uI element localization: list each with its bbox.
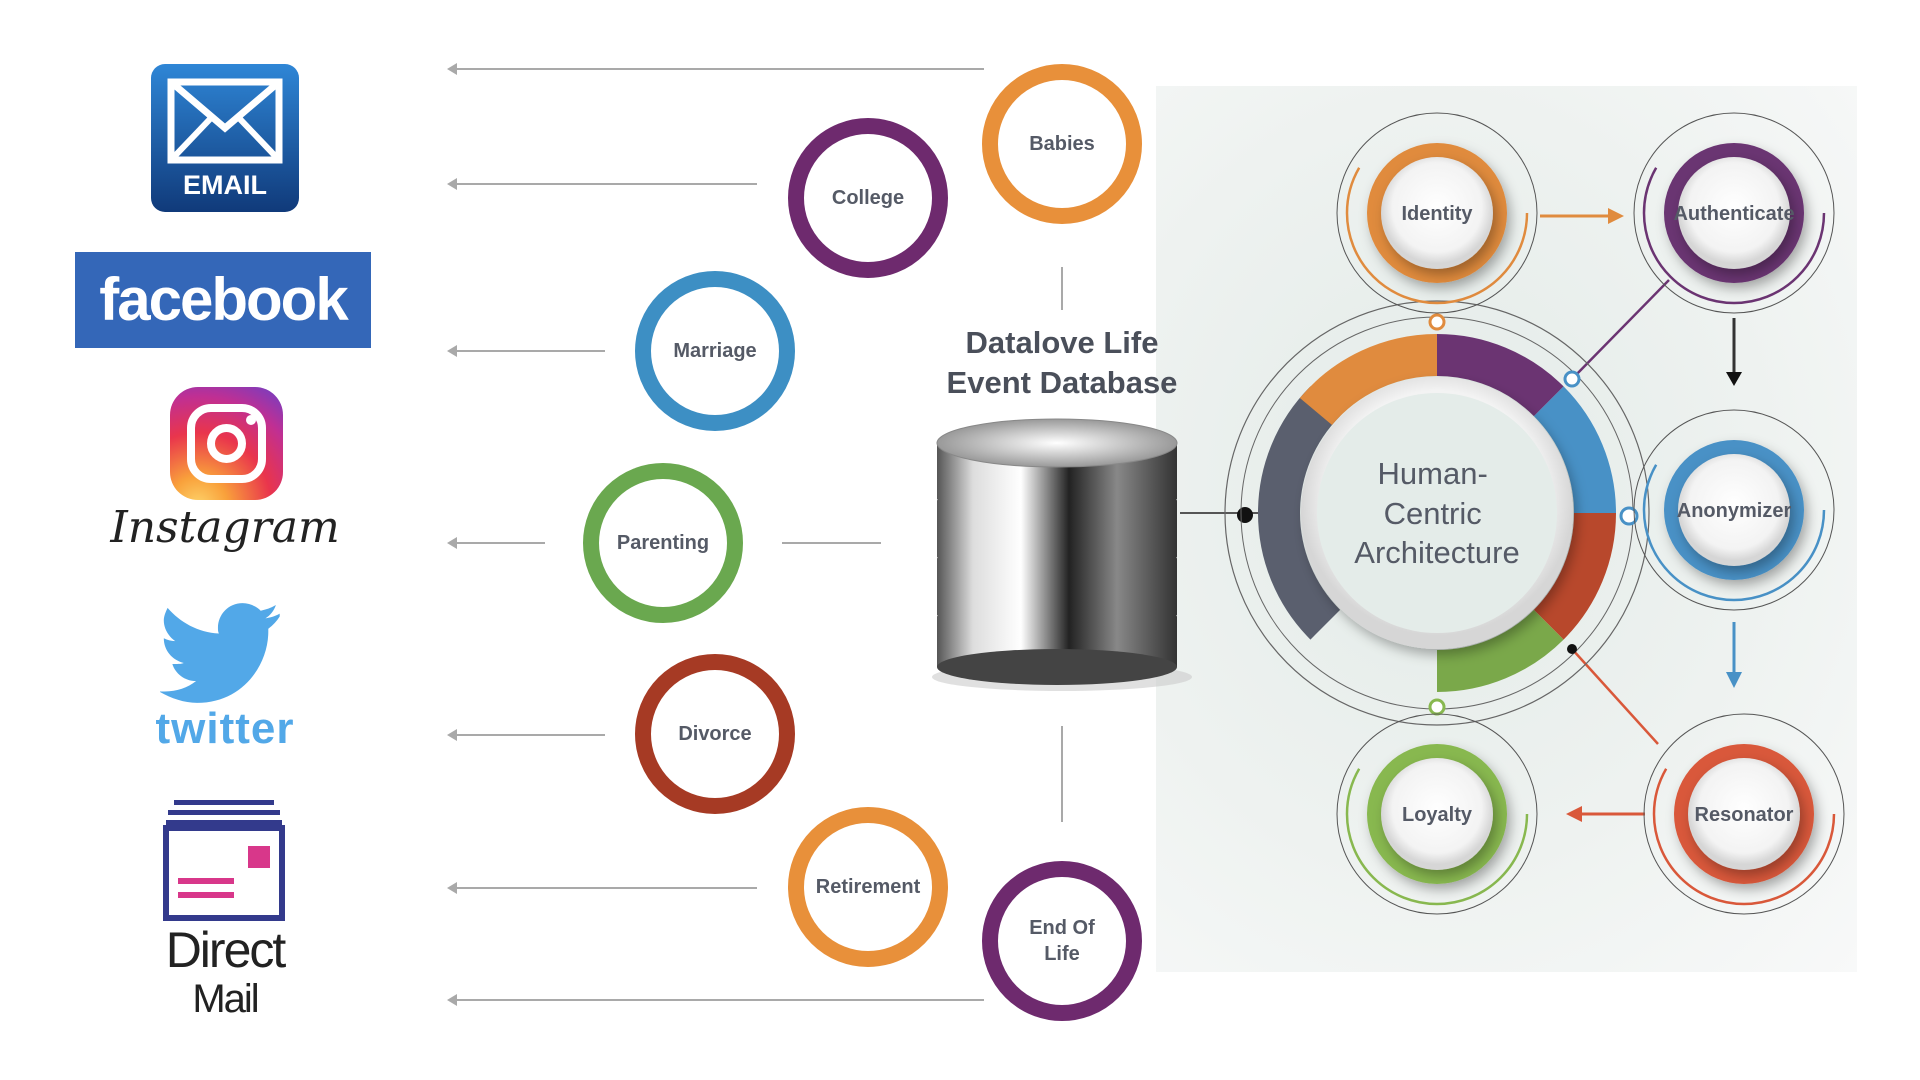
twitter-label: twitter xyxy=(155,704,295,753)
arrow-marriage xyxy=(447,345,605,357)
direct-mail-label-line1: Direct xyxy=(165,922,287,978)
svg-text:Human- Centric Archite: Human- Centric Architecture xyxy=(1354,456,1519,570)
ring-node-dot xyxy=(1563,370,1581,388)
center-label-line1: Human- xyxy=(1378,456,1488,491)
life-event-babies[interactable]: Babies xyxy=(982,64,1142,224)
center-ring-segment xyxy=(1258,334,1616,692)
arrow-anonymizer-resonator xyxy=(1726,622,1742,688)
arrow-college xyxy=(447,178,757,190)
life-event-marriage[interactable]: Marriage xyxy=(635,271,795,431)
node-resonator[interactable]: Resonator xyxy=(1643,713,1845,915)
life-event-label: Divorce xyxy=(678,723,752,745)
instagram-icon xyxy=(170,387,283,500)
connector-parenting-db xyxy=(782,542,881,544)
database-title-line1: Datalove Life xyxy=(965,325,1159,360)
instagram-label: Instagram xyxy=(110,502,340,553)
arrow-end-of-life xyxy=(447,994,984,1006)
center-label-line3: Architecture xyxy=(1354,535,1519,570)
arrow-parenting xyxy=(447,537,545,549)
node-label: Anonymizer xyxy=(1677,500,1792,522)
direct-mail-label-line2: Mail xyxy=(192,977,259,1021)
life-event-label: End Of Life xyxy=(1029,917,1095,965)
ring-node-dot xyxy=(1567,644,1577,654)
connector-center-resonator xyxy=(1571,648,1659,745)
node-label: Authenticate xyxy=(1673,203,1794,225)
life-event-label: Babies xyxy=(1029,133,1095,155)
envelope-icon xyxy=(167,78,283,164)
life-event-label: Retirement xyxy=(815,876,921,898)
ring-node-dot xyxy=(1619,506,1639,526)
life-event-label: Marriage xyxy=(673,340,757,362)
connector-center-authenticate xyxy=(1571,279,1670,380)
twitter-bird-icon xyxy=(160,603,280,703)
arrow-retirement xyxy=(447,882,757,894)
ring-node-dot xyxy=(1428,698,1446,716)
center-outer-orbit xyxy=(1224,300,1650,726)
node-authenticate[interactable]: Authenticate xyxy=(1633,112,1835,314)
arrow-babies xyxy=(447,63,984,75)
center-hub-face xyxy=(1317,393,1557,633)
node-loyalty[interactable]: Loyalty xyxy=(1336,713,1538,915)
arrow-authenticate-anonymizer xyxy=(1726,318,1742,386)
arrow-identity-authenticate xyxy=(1540,208,1624,224)
node-identity[interactable]: Identity xyxy=(1336,112,1538,314)
node-anonymizer[interactable]: Anonymizer xyxy=(1633,409,1835,611)
email-logo: EMAIL xyxy=(151,64,299,212)
facebook-logo: facebook xyxy=(75,252,371,348)
center-ring-segment xyxy=(1258,334,1616,692)
life-event-label: Parenting xyxy=(616,532,710,554)
direct-mail-icon xyxy=(163,800,285,921)
database-title-line2: Event Database xyxy=(946,365,1178,400)
node-label: Resonator xyxy=(1695,804,1794,826)
connector-dot xyxy=(1237,507,1253,523)
connector-end-of-life-db xyxy=(1061,726,1063,822)
node-label: Loyalty xyxy=(1402,804,1473,826)
email-label: EMAIL xyxy=(183,170,267,200)
ring-node-dot xyxy=(1428,313,1446,331)
arrow-resonator-loyalty xyxy=(1566,806,1645,822)
connector-babies-db xyxy=(1061,267,1063,310)
facebook-label: facebook xyxy=(99,266,348,333)
arrow-divorce xyxy=(447,729,605,741)
database-cylinder-icon xyxy=(932,418,1192,691)
center-ring xyxy=(1258,334,1616,692)
center-label-line2: Centric xyxy=(1384,496,1482,531)
node-label: Identity xyxy=(1401,203,1473,225)
center-ring-segment xyxy=(1258,334,1616,692)
center-ring-segment xyxy=(1258,334,1616,692)
life-event-label: College xyxy=(831,187,905,209)
